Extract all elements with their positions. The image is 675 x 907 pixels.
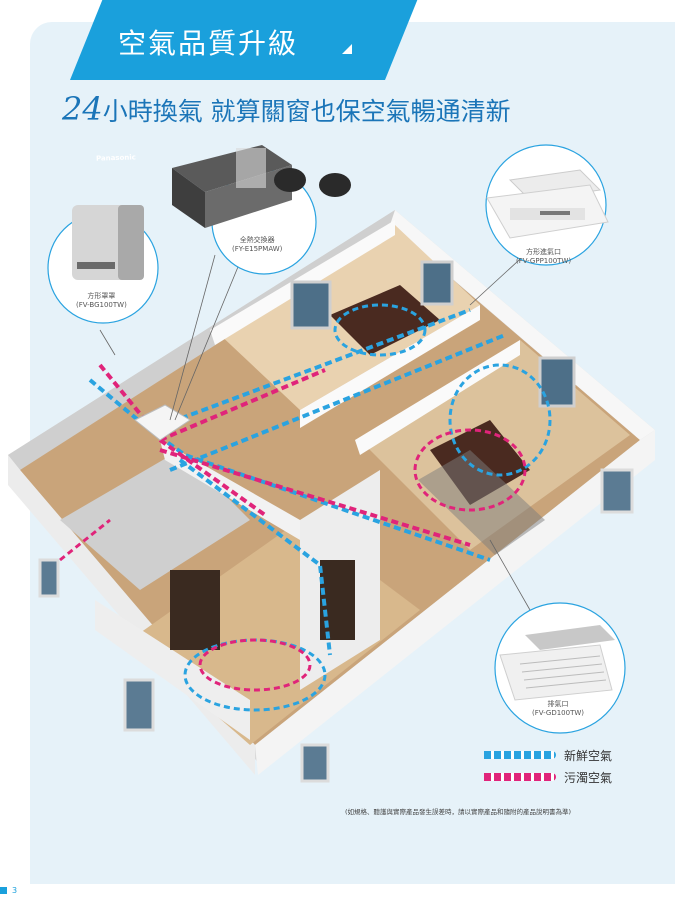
window-1 (290, 280, 332, 330)
hood-label: 方形罩罩 (FV-BG100TW) (76, 292, 127, 310)
legend-fresh-label: 新鮮空氣 (564, 748, 613, 763)
window-2 (420, 260, 454, 306)
rug (418, 450, 545, 555)
airflow-loops (59, 303, 552, 712)
exhaust-name: 排氣口 (547, 700, 569, 708)
legend: 新鮮空氣 污濁空氣 (484, 744, 612, 788)
headline-text: 小時換氣 就算關窗也保空氣暢通清新 (102, 97, 511, 126)
exchanger-device (172, 145, 351, 228)
supply-label: 方形進氣口 (FV-GPP100TW) (516, 248, 571, 266)
hood-device (72, 205, 144, 280)
exchanger-model: (FY-E15PMAW) (232, 245, 283, 253)
page-number: 3 (12, 886, 18, 895)
hood-name: 方形罩罩 (87, 292, 116, 300)
window-5 (300, 743, 330, 783)
outer-wall-front-right (255, 430, 655, 775)
page-marker (0, 887, 7, 894)
window-7 (38, 558, 60, 598)
exhaust-label: 排氣口 (FV-GD100TW) (532, 700, 584, 718)
legend-stale: 污濁空氣 (484, 766, 612, 788)
headline-number: 24 (62, 90, 103, 128)
stair-area (60, 450, 250, 590)
hood-model: (FV-BG100TW) (76, 301, 127, 309)
supply-device (486, 169, 609, 239)
supply-model: (FV-GPP100TW) (516, 257, 572, 265)
door-1 (170, 570, 220, 650)
exchanger-unit-installed (134, 404, 191, 441)
device-brand: Panasonic (95, 153, 137, 163)
window-6 (600, 468, 634, 514)
window-4 (123, 678, 155, 732)
exchanger-label: 全熱交換器 (FY-E15PMAW) (232, 236, 282, 254)
outer-wall-back-right (390, 210, 655, 440)
triangle-icon (342, 44, 352, 54)
headline: 24小時換氣 就算關窗也保空氣暢通清新 (62, 90, 511, 128)
disclaimer-note: (如規格、聽護與實際產品發生誤差時，請以實際產品和隨附的產品說明書為準) (345, 808, 572, 816)
legend-fresh: 新鮮空氣 (484, 744, 612, 766)
exchanger-name: 全熱交換器 (239, 236, 275, 244)
bed-1 (330, 285, 440, 355)
legend-stale-label: 污濁空氣 (564, 770, 613, 785)
window-3 (538, 356, 576, 408)
fresh-arrow-icon (484, 751, 556, 759)
supply-name: 方形進氣口 (526, 248, 562, 256)
exhaust-device (499, 625, 615, 701)
exhaust-model: (FV-GD100TW) (532, 709, 585, 717)
banner-title: 空氣品質升級 (118, 27, 299, 60)
stale-arrow-icon (484, 773, 556, 781)
